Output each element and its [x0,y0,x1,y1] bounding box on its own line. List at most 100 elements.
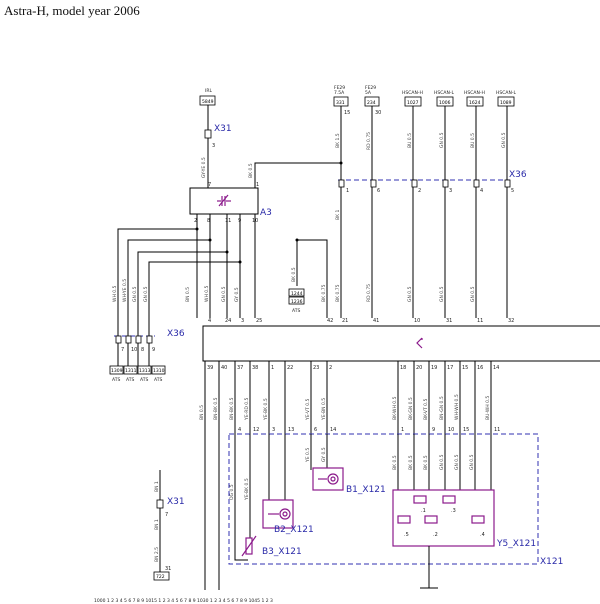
bus-name: HSCAN-L [434,90,454,96]
wire-label: GN 0.5 [439,286,445,302]
bus-ref: 1006 [439,100,451,106]
ecu-pin: 21 [342,318,348,324]
x121-pin: 15 [463,427,469,433]
x31-bottom-pin: 7 [165,512,168,518]
x31-bottom-label: X31 [167,497,185,507]
ecu-pin: 4 [208,318,211,324]
ecu-pin: 14 [493,365,499,371]
fuse-name: IRL [205,88,212,94]
wire-label: BK 0.5 [408,455,414,470]
ground-ref-box [153,571,170,581]
x31-bottom-pin: 31 [165,566,171,572]
x121-label: X121 [540,557,563,567]
x121-pin: 4 [238,427,241,433]
wire-label: BN 1 [154,481,160,492]
b2-label: B2_X121 [274,525,314,535]
bus-name: HSCAN-H [464,90,485,96]
bus-ref: 1624 [469,100,481,106]
ats-label: ATS [112,377,120,383]
ats-ref: 1310 [153,368,165,374]
bus-ref-box [466,96,484,107]
wire-label: BK 0.75 [335,284,341,302]
fuse-ref: 234 [367,100,376,106]
a3-label: A3 [260,208,272,218]
bus-ref: 1089 [500,100,512,106]
x36-left-terminals [115,335,153,344]
wire-label: GN 0.5 [469,454,475,470]
ref-box-label: ATS [292,308,300,314]
bus-ref: 1027 [407,100,419,106]
x36-pin: 2 [418,188,421,194]
fuse-ref: 5849 [202,99,214,105]
wire-label: WH-WH 0.5 [454,394,460,420]
ref-box-id: 1236 [291,299,303,305]
x121-pin: 6 [314,427,317,433]
wire-label: GN 0.5 [439,132,445,148]
ecu-pin: 19 [431,365,437,371]
x121-pin: 14 [330,427,336,433]
x121-boundary [228,433,539,565]
x36-pin: 4 [480,188,483,194]
fuse-ref: 331 [336,100,345,106]
x31-top-label: X31 [214,124,232,134]
ecu-pin: 3 [241,318,244,324]
ecu-pin: 24 [225,318,231,324]
x121-pin: 13 [288,427,294,433]
wire-label: YE-BK 0.5 [244,478,250,501]
wire-label: BU-WH 0.5 [485,396,491,420]
wire-label: WH 0.5 [204,285,210,302]
y5-valve-block [392,489,495,547]
wire-label: OG 0.5 [229,484,235,500]
ecu-pin: 15 [462,365,468,371]
valve-label: .2 [433,532,438,538]
a3-pin: 7 [208,182,211,188]
x36-pin: 6 [377,188,380,194]
wire-label: BK 0.75 [321,284,327,302]
ecu-pin: 40 [221,365,227,371]
ecu-module [202,325,600,362]
wire-a3-to-x36 [254,162,341,168]
x36-top-label: X36 [509,170,527,180]
ecu-pin: 38 [252,365,258,371]
x121-pin: 3 [272,427,275,433]
wire-label: BK-GN 0.5 [408,397,414,420]
left-harness [117,214,256,336]
wire-label: BN 0.5 [185,287,191,302]
ecu-pin: 37 [237,365,243,371]
ats-label: ATS [140,377,148,383]
ecu-pin: 18 [400,365,406,371]
ground-ref: 722 [156,574,165,580]
ats-box [151,365,166,375]
wire-label: GN 0.5 [407,286,413,302]
a3-module [189,187,259,215]
x36-pin: 5 [511,188,514,194]
bus-name: HSCAN-L [496,90,516,96]
wire-label: GN 0.5 [454,454,460,470]
bus-hscan-h-1: HSCAN-H 1027 [402,90,423,107]
wire-label: BN-BK 0.5 [213,397,219,420]
wire-label: YE-RD 0.5 [244,397,250,421]
ecu-pin: 16 [477,365,483,371]
x36-left-pin: 10 [131,347,137,353]
ats-ref: 1313 [139,368,151,374]
wire-label: BN-BK 0.5 [229,397,235,420]
b1-sensor [312,467,344,491]
ecu-pin: 42 [327,318,333,324]
wire-label: YE-BN 0.5 [321,398,327,421]
x31-bottom [156,470,164,572]
ecu-pin: 2 [329,365,332,371]
x121-pin: 9 [432,427,435,433]
bus-hscan-l-1: HSCAN-L 1006 [434,90,454,107]
top-wires [340,106,508,180]
wire-label: GY 0.5 [321,447,327,462]
ref-box-id: 1244 [291,291,303,297]
wire-label: BK 0.5 [423,455,429,470]
b3-thermistor-icon [241,535,257,557]
valve-label: .4 [480,532,485,538]
ats-ref: 1311 [125,368,137,374]
bus-ref-box [497,96,515,107]
